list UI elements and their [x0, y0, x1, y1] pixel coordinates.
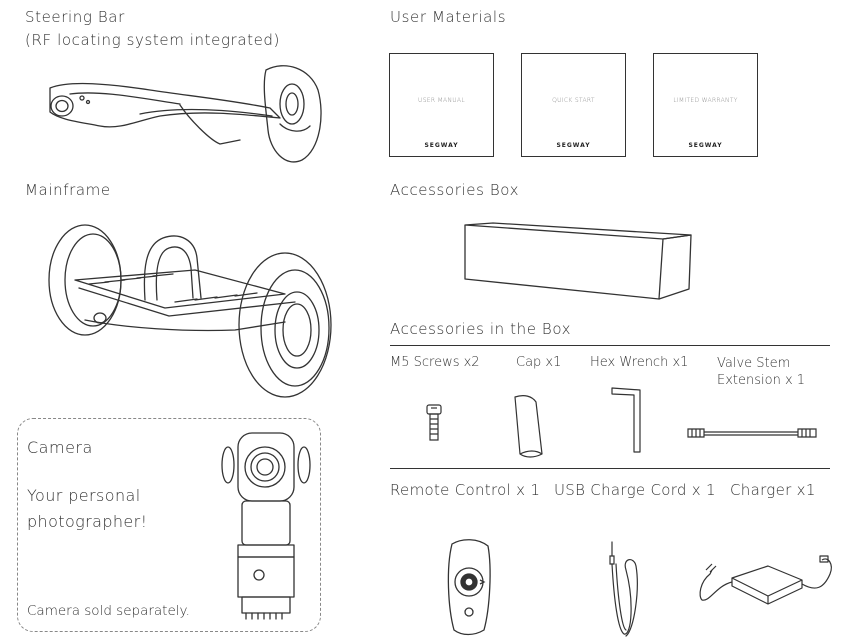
m5-screw-icon: [424, 403, 444, 443]
camera-description: Your personal photographer!: [27, 486, 148, 531]
accessories-box-illustration: [463, 223, 693, 303]
limited-warranty-booklet: LIMITED WARRANTY SEGWAY: [653, 53, 758, 157]
booklet-title: LIMITED WARRANTY: [673, 97, 738, 104]
remote-control-label: Remote Control x 1: [390, 481, 541, 499]
camera-panel: Camera Your personal photographer! Camer…: [17, 418, 321, 632]
usb-charge-cord-icon: [594, 540, 654, 640]
steering-bar-subtitle: (RF locating system integrated): [25, 31, 281, 49]
accessories-in-box-title: Accessories in the Box: [390, 320, 572, 338]
steering-bar-illustration: [40, 60, 340, 170]
divider-bottom: [390, 468, 830, 469]
booklet-title: USER MANUAL: [418, 97, 465, 104]
valve-stem-label: Valve Stem Extension x 1: [717, 356, 806, 388]
remote-control-icon: [444, 538, 494, 638]
divider-top: [390, 345, 830, 346]
cap-label: Cap x1: [516, 355, 562, 370]
quick-start-booklet: QUICK START SEGWAY: [521, 53, 626, 157]
user-manual-booklet: USER MANUAL SEGWAY: [389, 53, 494, 157]
valve-stem-extension-icon: [686, 426, 818, 440]
accessories-box-title: Accessories Box: [390, 181, 520, 199]
segway-logo: SEGWAY: [688, 142, 723, 149]
camera-title: Camera: [27, 438, 93, 457]
usb-charge-cord-label: USB Charge Cord x 1: [554, 481, 716, 499]
charger-label: Charger x1: [730, 481, 816, 499]
m5-screws-label: M5 Screws x2: [390, 355, 480, 370]
mainframe-illustration: [45, 210, 335, 400]
hex-wrench-label: Hex Wrench x1: [590, 355, 689, 370]
mainframe-title: Mainframe: [25, 181, 111, 199]
charger-icon: [696, 552, 844, 612]
camera-note: Camera sold separately.: [27, 603, 190, 619]
cap-icon: [510, 392, 550, 462]
segway-logo: SEGWAY: [424, 142, 459, 149]
booklet-title: QUICK START: [552, 97, 595, 104]
user-materials-title: User Materials: [390, 8, 507, 26]
segway-logo: SEGWAY: [556, 142, 591, 149]
camera-illustration: [218, 425, 313, 625]
steering-bar-title: Steering Bar: [25, 8, 125, 26]
hex-wrench-icon: [610, 386, 650, 456]
